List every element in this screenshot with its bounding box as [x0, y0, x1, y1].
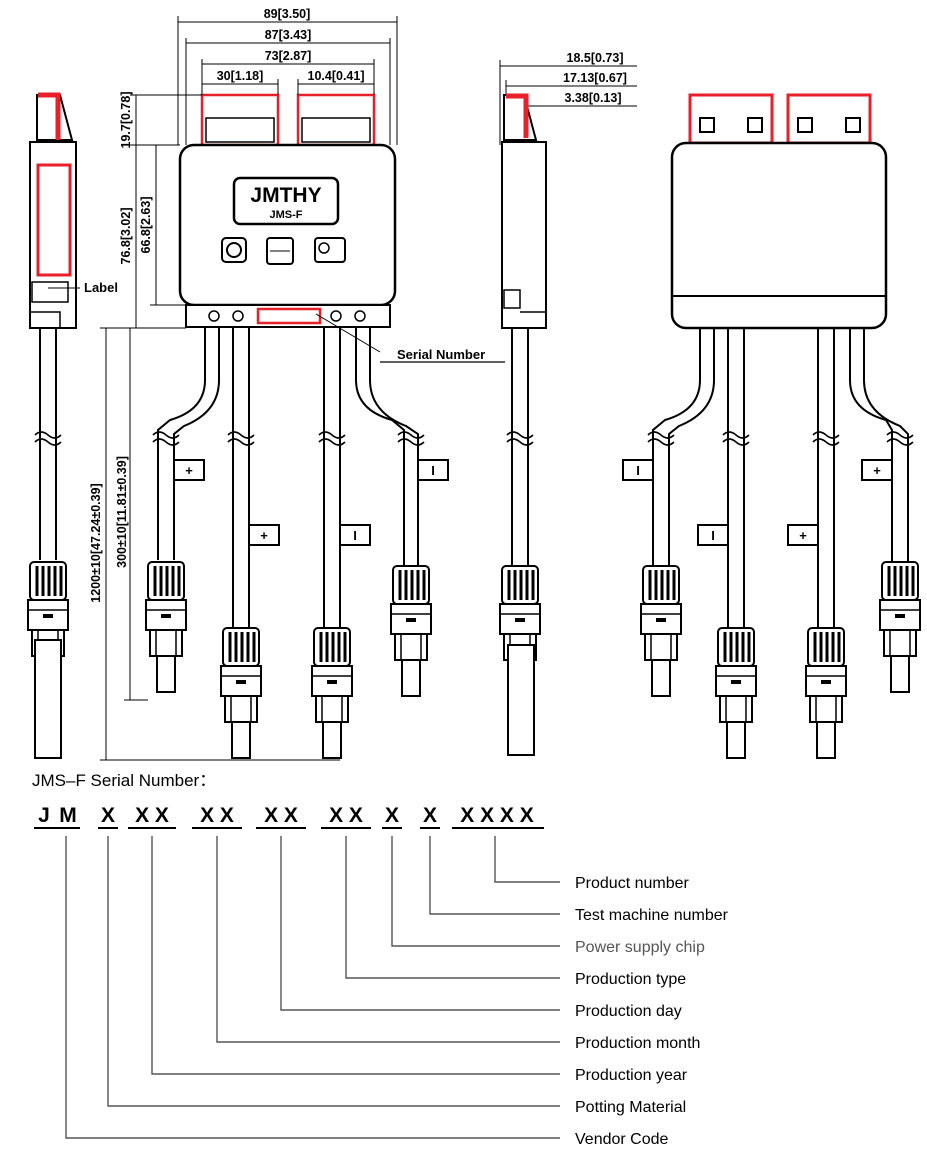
legend-production-day: Production day: [575, 1003, 682, 1020]
serial-group-potting: X: [101, 804, 115, 827]
serial-group-test-machine: X: [423, 804, 437, 827]
serial-group-product-number: X X X X: [460, 804, 534, 827]
dim-side-depth-2: 17.13[0.67]: [563, 71, 627, 85]
dim-connector-b: 10.4[0.41]: [308, 69, 365, 83]
front-dimensions: [100, 16, 398, 761]
legend-vendor-code: Vendor Code: [575, 1131, 669, 1148]
label-callout: Label: [84, 280, 118, 295]
dim-body-inner-height: 66.8[2.63]: [139, 197, 153, 254]
serial-group-type: X X: [329, 804, 363, 827]
back-view: [622, 93, 922, 760]
legend-production-month: Production month: [575, 1035, 700, 1052]
serial-breakdown-title: JMS–F Serial Number：: [32, 771, 216, 790]
serial-group-j: J: [38, 804, 50, 827]
product-model: JMS-F: [270, 209, 303, 221]
serial-group-year: X X: [135, 804, 169, 827]
legend-test-machine-number: Test machine number: [575, 907, 729, 924]
right-side-view: [498, 60, 637, 756]
serial-number-callout: Serial Number: [397, 347, 485, 362]
dim-side-depth: 18.5[0.73]: [567, 51, 624, 65]
dim-connector-a: 30[1.18]: [217, 69, 264, 83]
legend-power-supply-chip: Power supply chip: [575, 939, 705, 956]
dim-cap-height: 19.7[0.78]: [119, 92, 133, 149]
serial-legend: Product number Test machine number Power…: [575, 875, 729, 1148]
back-polarity-minus-2: I: [711, 528, 715, 543]
polarity-tag-plus-2: +: [260, 528, 268, 543]
product-brand: JMTHY: [250, 184, 321, 207]
serial-code-groups: J M X X X X X X X X X X X X X X X: [38, 804, 534, 827]
legend-production-type: Production type: [575, 971, 686, 988]
polarity-tag-minus-2: I: [431, 463, 435, 478]
dim-inner-width: 87[3.43]: [265, 28, 312, 42]
polarity-tag-plus-1: +: [185, 463, 193, 478]
serial-leader-lines: [65, 836, 560, 1139]
serial-group-m: M: [59, 804, 77, 827]
serial-number-leader: [315, 313, 381, 353]
serial-group-month: X X: [200, 804, 234, 827]
back-polarity-minus-1: I: [636, 463, 640, 478]
back-polarity-plus-1: +: [799, 528, 807, 543]
serial-group-chip: X: [385, 804, 399, 827]
left-side-view: [26, 92, 77, 759]
dim-overall-width: 89[3.50]: [264, 7, 311, 21]
legend-product-number: Product number: [575, 875, 690, 892]
legend-potting-material: Potting Material: [575, 1099, 686, 1116]
dim-body-height: 76.8[3.02]: [119, 208, 133, 265]
dim-cable-short: 300±10[11.81±0.39]: [115, 456, 129, 568]
back-polarity-plus-2: +: [873, 463, 881, 478]
dim-side-clip: 3.38[0.13]: [565, 91, 622, 105]
legend-production-year: Production year: [575, 1067, 688, 1084]
polarity-tag-minus-1: I: [353, 528, 357, 543]
serial-group-day: X X: [264, 804, 298, 827]
front-view: [144, 93, 449, 760]
dim-connector-span: 73[2.87]: [265, 49, 312, 63]
dim-cable-long: 1200±10[47.24±0.39]: [89, 483, 103, 602]
